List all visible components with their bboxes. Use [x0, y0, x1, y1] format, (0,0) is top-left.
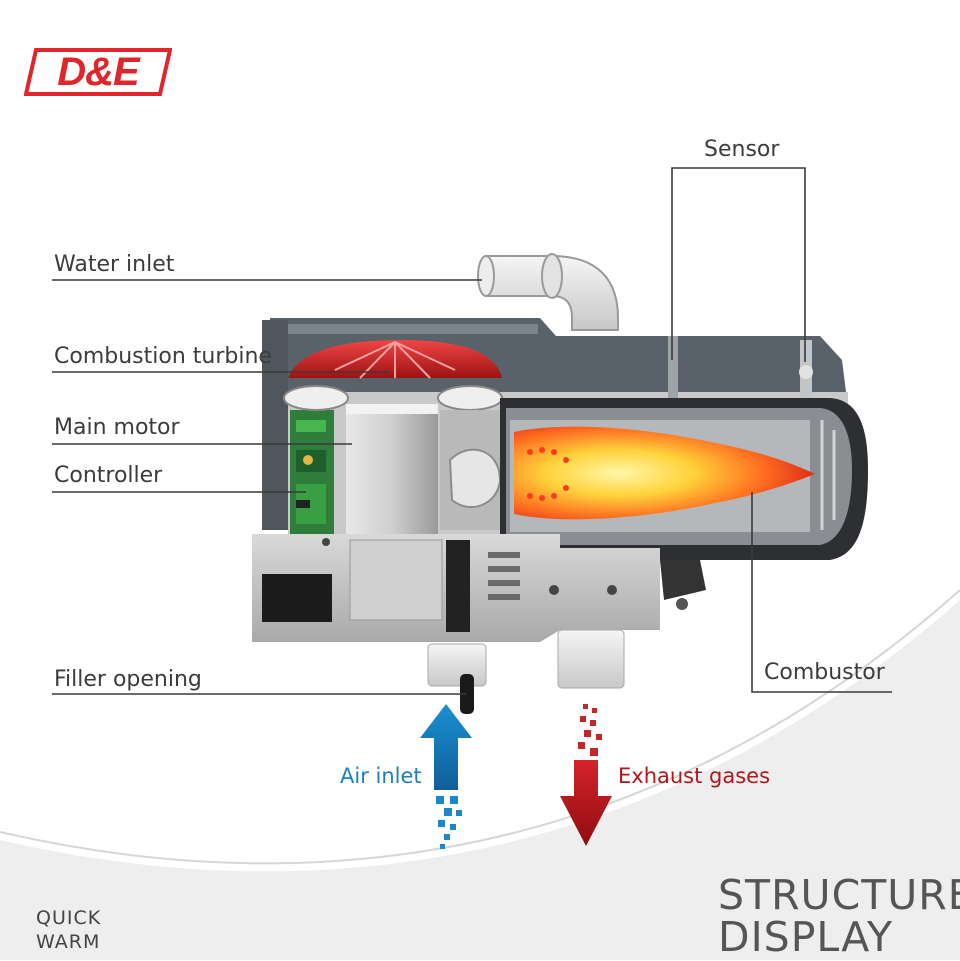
bottom-housing-dark-panel — [262, 574, 332, 622]
label-water-inlet: Water inlet — [54, 252, 175, 277]
sensor-callout-line — [671, 167, 806, 362]
label-main-motor: Main motor — [54, 415, 180, 440]
left-column — [262, 320, 288, 530]
background-swoosh-line — [0, 589, 960, 865]
tag-structure: STRUCTURE — [718, 871, 960, 919]
blower-wheel-left — [283, 385, 349, 411]
logo-frame — [23, 48, 173, 96]
flame-ports — [527, 447, 569, 501]
air-inlet-arrow — [420, 704, 472, 849]
heater-assembly — [252, 253, 868, 714]
label-sensor: Sensor — [704, 137, 780, 162]
filler-opening-plug — [460, 674, 474, 714]
bottom-housing-vents — [488, 552, 520, 600]
combustor-end-cap — [820, 420, 836, 530]
label-filler-opening: Filler opening — [54, 667, 202, 692]
tag-warm: WARM — [36, 931, 101, 953]
exhaust-fitting — [660, 560, 706, 600]
exhaust-gases-arrow — [560, 704, 612, 846]
air-inlet-pipe — [427, 643, 487, 687]
brand-logo: D&E — [23, 48, 173, 96]
top-housing-highlight — [278, 324, 538, 334]
mounting-bolts — [322, 538, 617, 595]
label-air-inlet: Air inlet — [340, 764, 422, 788]
blower-wheel-right — [437, 385, 503, 411]
structure-display-tag: STRUCTURE DISPLAY — [718, 874, 960, 958]
flame — [514, 426, 815, 520]
sensor-pin-left — [668, 336, 678, 398]
label-combustion-turbine: Combustion turbine — [54, 344, 272, 369]
exhaust-particles — [578, 704, 602, 756]
background-swoosh — [0, 600, 960, 960]
exhaust-pipe — [557, 629, 625, 689]
quick-warm-tag: QUICK WARM — [36, 906, 101, 954]
tag-quick: QUICK — [36, 907, 102, 929]
callout-lines — [52, 167, 892, 695]
combustor-callout-line — [751, 492, 892, 693]
air-inlet-particles — [436, 796, 462, 849]
logo-text: D&E — [57, 49, 139, 94]
label-controller: Controller — [54, 463, 163, 488]
label-combustor: Combustor — [764, 660, 885, 685]
bottom-housing-stripe — [446, 540, 470, 632]
label-exhaust-gases: Exhaust gases — [618, 764, 771, 788]
tag-display: DISPLAY — [718, 913, 894, 961]
main-motor — [346, 404, 438, 538]
